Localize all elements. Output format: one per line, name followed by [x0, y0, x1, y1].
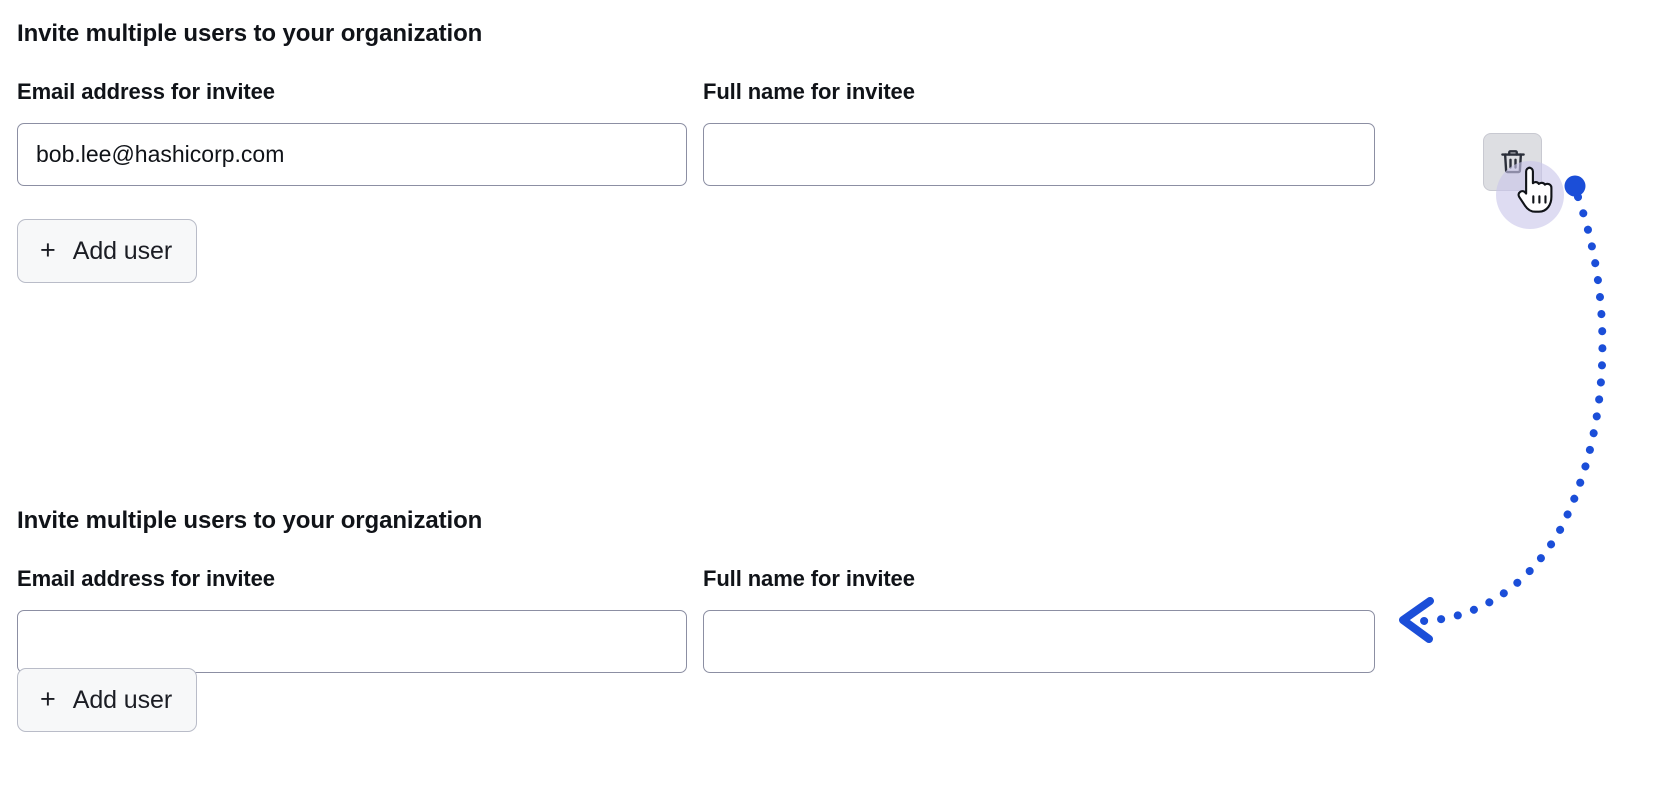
page-title: Invite multiple users to your organizati…	[17, 20, 483, 47]
trash-icon	[1498, 147, 1528, 177]
email-field-group-1: Email address for invitee	[17, 79, 687, 186]
fullname-field-label-2: Full name for invitee	[703, 566, 915, 591]
plus-icon: +	[40, 234, 56, 265]
delete-row-button[interactable]	[1483, 133, 1542, 191]
fullname-field-group-1: Full name for invitee	[703, 79, 1375, 186]
email-field-label-2: Email address for invitee	[17, 566, 275, 591]
email-field-group-2: Email address for invitee	[17, 566, 687, 673]
plus-icon-2: +	[40, 683, 56, 714]
add-user-button[interactable]: + Add user	[17, 219, 198, 283]
fullname-field-group-2: Full name for invitee	[703, 566, 1375, 673]
fullname-input-2[interactable]	[703, 610, 1375, 673]
email-input[interactable]	[17, 123, 687, 186]
fullname-input[interactable]	[703, 123, 1375, 186]
add-user-button-2[interactable]: + Add user	[17, 668, 198, 732]
email-field-label: Email address for invitee	[17, 79, 275, 104]
add-user-button-label-2: Add user	[72, 685, 173, 714]
email-input-2[interactable]	[17, 610, 687, 673]
fullname-field-label: Full name for invitee	[703, 79, 915, 104]
add-user-button-label: Add user	[72, 236, 173, 265]
page-title-2: Invite multiple users to your organizati…	[17, 507, 483, 534]
